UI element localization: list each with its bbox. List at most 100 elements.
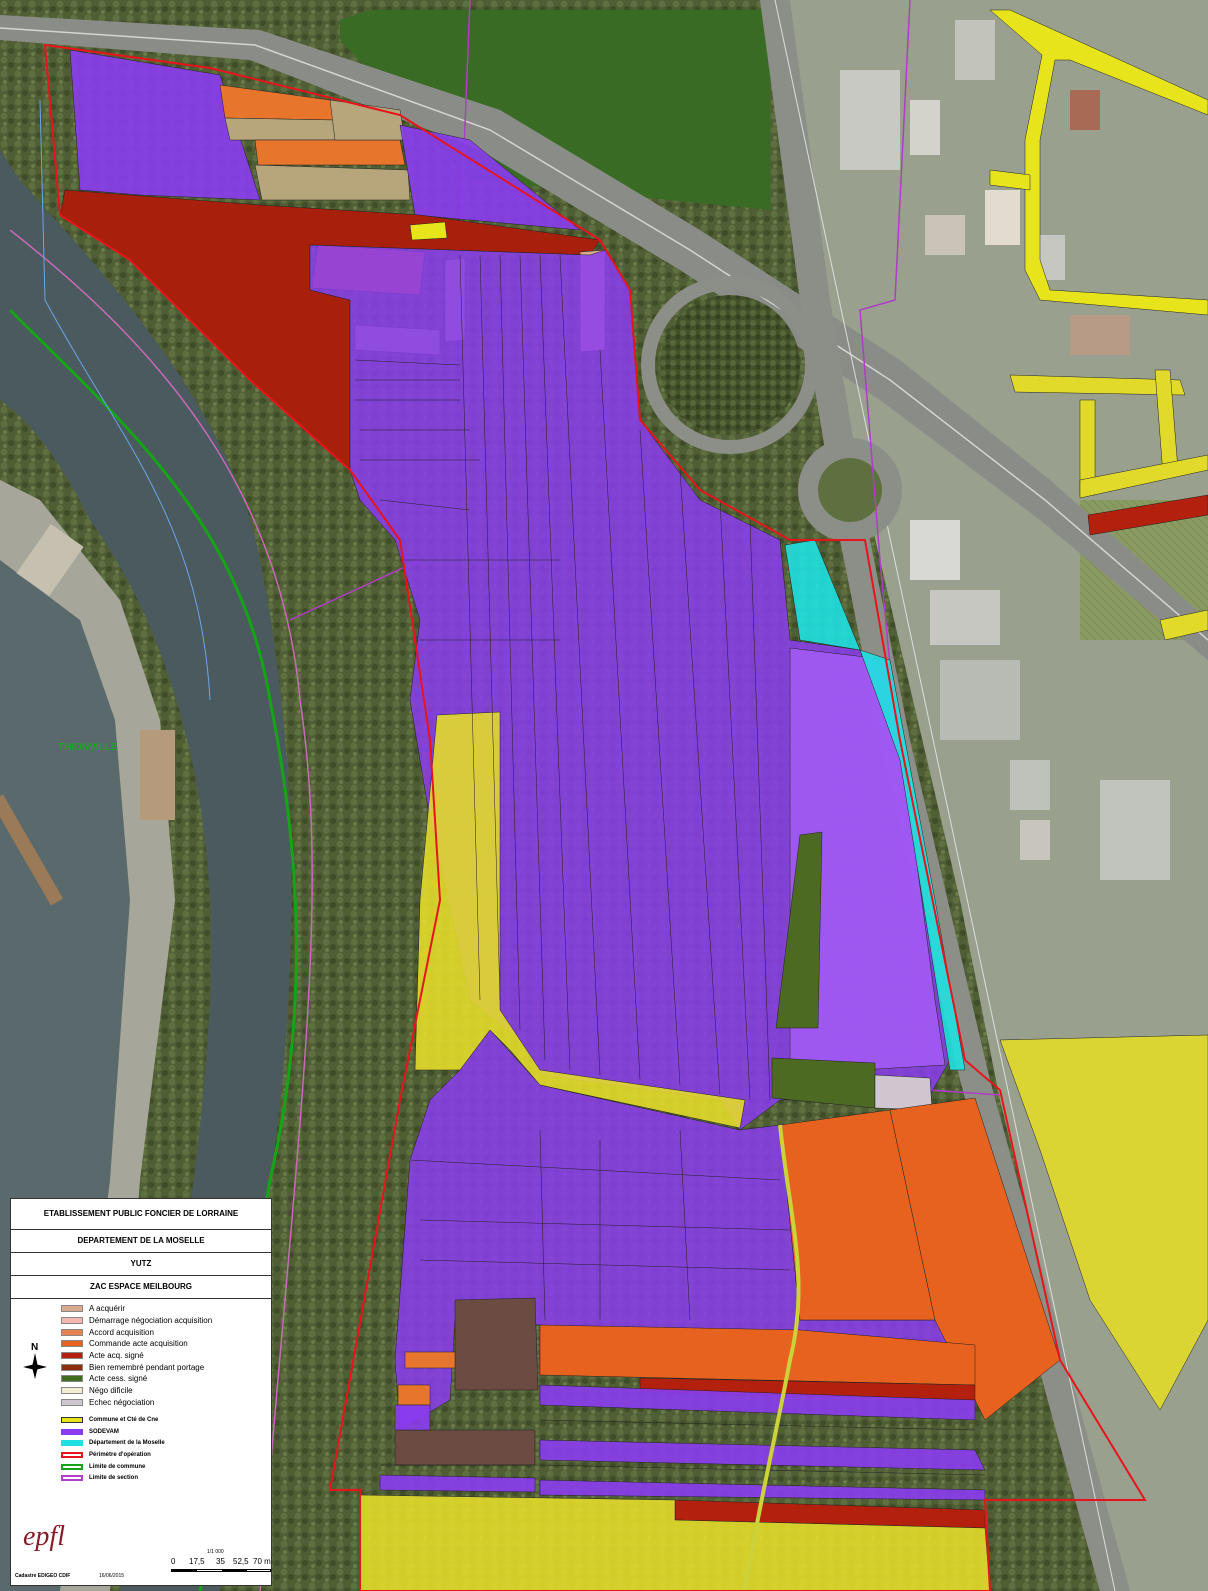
parcel-accord[interactable] bbox=[254, 139, 406, 166]
road bbox=[760, 0, 1130, 1591]
parcel-commande[interactable] bbox=[889, 1097, 1061, 1421]
legend-commune: YUTZ bbox=[11, 1253, 271, 1276]
parcel-accord[interactable] bbox=[404, 1351, 456, 1369]
epfl-logo: epfl bbox=[23, 1521, 65, 1552]
legend-item: Bien remembré pendant portage bbox=[61, 1361, 271, 1373]
legend-swatch bbox=[61, 1398, 83, 1406]
legend-swatch bbox=[61, 1375, 83, 1383]
legend-swatch bbox=[61, 1387, 83, 1395]
parcel-sodevam[interactable] bbox=[69, 49, 261, 201]
legend-item: Acte acq. signé bbox=[61, 1350, 271, 1362]
legend-swatch bbox=[61, 1317, 83, 1325]
parcel-commune-east[interactable] bbox=[1159, 609, 1208, 641]
roundabout-center bbox=[818, 458, 882, 522]
warehouse bbox=[16, 523, 84, 597]
legend-item: Département de la Moselle bbox=[61, 1438, 271, 1450]
parcel-nego[interactable] bbox=[224, 117, 341, 141]
parcel-strip-lines bbox=[380, 1419, 986, 1476]
section-boundary bbox=[859, 0, 1001, 1096]
legend-department: DEPARTEMENT DE LA MOSELLE bbox=[11, 1230, 271, 1253]
parcel-commune-east[interactable] bbox=[1079, 454, 1208, 499]
legend-item: Démarrage négociation acquisition bbox=[61, 1315, 271, 1327]
parcel-bien-remembre[interactable] bbox=[394, 1429, 536, 1466]
legend-project: ZAC ESPACE MEILBOURG bbox=[11, 1276, 271, 1299]
legend-item: A acquérir bbox=[61, 1303, 271, 1315]
legend-item: Accord acquisition bbox=[61, 1326, 271, 1338]
parcel-commune-east[interactable] bbox=[1009, 374, 1186, 396]
barge bbox=[0, 794, 64, 906]
loop-forest bbox=[660, 295, 800, 435]
building bbox=[955, 20, 995, 80]
operation-perimeter[interactable] bbox=[43, 43, 1147, 1591]
parcel-commune[interactable] bbox=[359, 1494, 991, 1591]
building bbox=[1010, 760, 1050, 810]
warehouse bbox=[140, 730, 175, 820]
parcel-acte-signe[interactable] bbox=[1087, 494, 1208, 536]
building bbox=[1070, 90, 1100, 130]
parcel-commune-east[interactable] bbox=[1079, 399, 1096, 496]
parcel-bien-remembre[interactable] bbox=[454, 1297, 539, 1391]
legend-swatch bbox=[61, 1363, 83, 1371]
parcel-accord[interactable] bbox=[397, 1384, 431, 1406]
highway-lane bbox=[0, 27, 1208, 641]
building bbox=[1070, 315, 1130, 355]
legend-swatch bbox=[61, 1328, 83, 1336]
parcel-commande[interactable] bbox=[539, 1324, 976, 1386]
legend-swatch bbox=[61, 1417, 83, 1424]
legend-item: Commune et Cté de Cne bbox=[61, 1414, 271, 1426]
legend-item: Négo dificile bbox=[61, 1385, 271, 1397]
parcel-sodevam[interactable] bbox=[539, 1384, 976, 1421]
legend-item: Commande acte acquisition bbox=[61, 1338, 271, 1350]
date-label: 16/06/2015 bbox=[99, 1573, 125, 1579]
legend-swatch bbox=[61, 1305, 83, 1313]
legend-title: ETABLISSEMENT PUBLIC FONCIER DE LORRAINE bbox=[11, 1199, 271, 1230]
footpath bbox=[743, 1124, 801, 1591]
legend-item: Limite de section bbox=[61, 1473, 271, 1485]
parcel-lines bbox=[354, 254, 791, 1321]
legend-swatch bbox=[61, 1440, 83, 1447]
legend-swatch bbox=[61, 1428, 83, 1435]
building bbox=[910, 100, 940, 155]
building bbox=[910, 520, 960, 580]
legend-items: A acquérir Démarrage négociation acquisi… bbox=[11, 1299, 271, 1484]
scale-bar: 0 17,5 35 52,5 70 m bbox=[171, 1557, 271, 1577]
parcel-commune[interactable] bbox=[409, 221, 448, 241]
parcel-sodevam[interactable] bbox=[399, 124, 581, 231]
building bbox=[1100, 780, 1170, 880]
parcel-commune-road[interactable] bbox=[989, 9, 1208, 316]
north-arrow-icon: N bbox=[23, 1342, 47, 1379]
parcel-commune-road[interactable] bbox=[989, 169, 1031, 191]
road-marking bbox=[774, 0, 1116, 1591]
legend-swatch bbox=[61, 1340, 83, 1348]
section-boundary bbox=[9, 229, 313, 1591]
parcel-sodevam[interactable] bbox=[394, 1404, 431, 1431]
building bbox=[1020, 820, 1050, 860]
parcel-commune-east[interactable] bbox=[999, 1034, 1208, 1411]
parcel-departement[interactable] bbox=[784, 539, 966, 1071]
scale-ratio: 1/1 000 bbox=[207, 1549, 224, 1555]
building bbox=[840, 70, 900, 170]
legend-swatch bbox=[61, 1475, 83, 1482]
source-label: Cadastre EDIGEO CDIF bbox=[15, 1573, 71, 1579]
building bbox=[930, 590, 1000, 645]
legend-swatch bbox=[61, 1352, 83, 1360]
section-boundary bbox=[39, 99, 211, 701]
parcel-sodevam[interactable] bbox=[379, 1474, 536, 1493]
place-label: THIONVILLE bbox=[58, 742, 118, 753]
parcel-echec[interactable] bbox=[874, 1074, 933, 1111]
map-legend: ETABLISSEMENT PUBLIC FONCIER DE LORRAINE… bbox=[10, 1198, 272, 1586]
legend-swatch bbox=[61, 1452, 83, 1459]
parcel-sodevam[interactable] bbox=[539, 1439, 986, 1471]
legend-item: Acte cess. signé bbox=[61, 1373, 271, 1385]
legend-item: SODEVAM bbox=[61, 1426, 271, 1438]
parcel-nego[interactable] bbox=[254, 164, 411, 201]
legend-item: Périmètre d'opération bbox=[61, 1449, 271, 1461]
parcel-acte-cess[interactable] bbox=[775, 831, 823, 1029]
parcel-commune[interactable] bbox=[414, 711, 746, 1129]
legend-footer: epfl Cadastre EDIGEO CDIF 16/06/2015 1/1… bbox=[11, 1515, 271, 1585]
quay bbox=[0, 480, 175, 1591]
legend-swatch bbox=[61, 1463, 83, 1470]
building bbox=[925, 215, 965, 255]
legend-item: Echec négociation bbox=[61, 1397, 271, 1409]
